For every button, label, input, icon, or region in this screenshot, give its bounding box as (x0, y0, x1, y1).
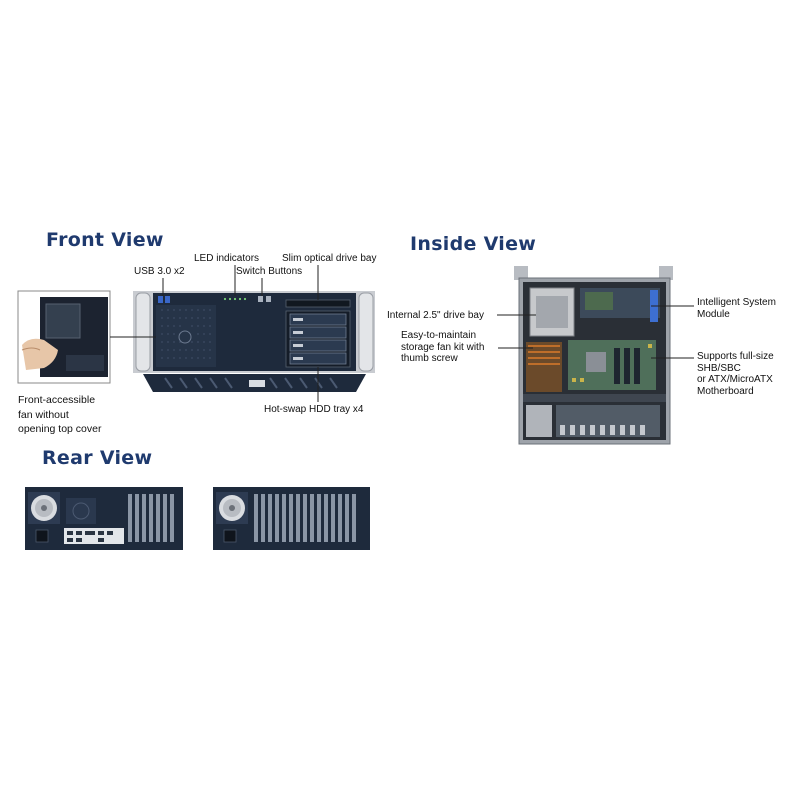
front-leader-lines (110, 265, 319, 402)
motherboard-support-label: Supports full-size SHB/SBC or ATX/MicroA… (697, 351, 774, 397)
rear-view-title: Rear View (42, 447, 153, 469)
board-line3: or ATX/MicroATX (697, 374, 773, 385)
front-fan-caption-line3: opening top cover (18, 423, 102, 435)
front-view-title: Front View (46, 229, 164, 251)
front-fan-caption-line2: fan without (18, 408, 69, 421)
storage-fan-kit-label: Easy-to-maintain storage fan kit with th… (401, 330, 484, 365)
intelligent-system-module-label: Intelligent System Module (697, 297, 776, 320)
led-indicators-label: LED indicators (194, 253, 260, 264)
usb-label: USB 3.0 x2 (134, 266, 185, 277)
inside-leader-lines (497, 305, 694, 359)
front-fan-inset-photo (17, 290, 111, 384)
front-chassis (133, 291, 375, 392)
inside-view-title: Inside View (410, 233, 537, 255)
rear-chassis-right (213, 487, 370, 550)
front-fan-caption: Front-accessible fan without opening top… (18, 393, 101, 437)
optical-drive-label: Slim optical drive bay (282, 253, 377, 264)
switch-buttons-label: Switch Buttons (236, 266, 303, 277)
inside-chassis (514, 266, 673, 445)
board-line4: Motherboard (697, 385, 754, 397)
ism-line1: Intelligent System (697, 297, 776, 308)
storage-fan-kit-line1: Easy-to-maintain (401, 330, 477, 341)
internal-drive-bay-label: Internal 2.5" drive bay (387, 310, 484, 321)
board-line1: Supports full-size (697, 351, 774, 362)
board-line2: SHB/SBC (697, 362, 741, 374)
hdd-tray-label: Hot-swap HDD tray x4 (264, 404, 364, 415)
storage-fan-kit-line3: thumb screw (401, 353, 458, 364)
rear-chassis-left (25, 487, 183, 550)
ism-line2: Module (697, 308, 730, 320)
front-fan-caption-line1: Front-accessible (18, 394, 96, 406)
storage-fan-kit-line2: storage fan kit with (401, 341, 485, 353)
